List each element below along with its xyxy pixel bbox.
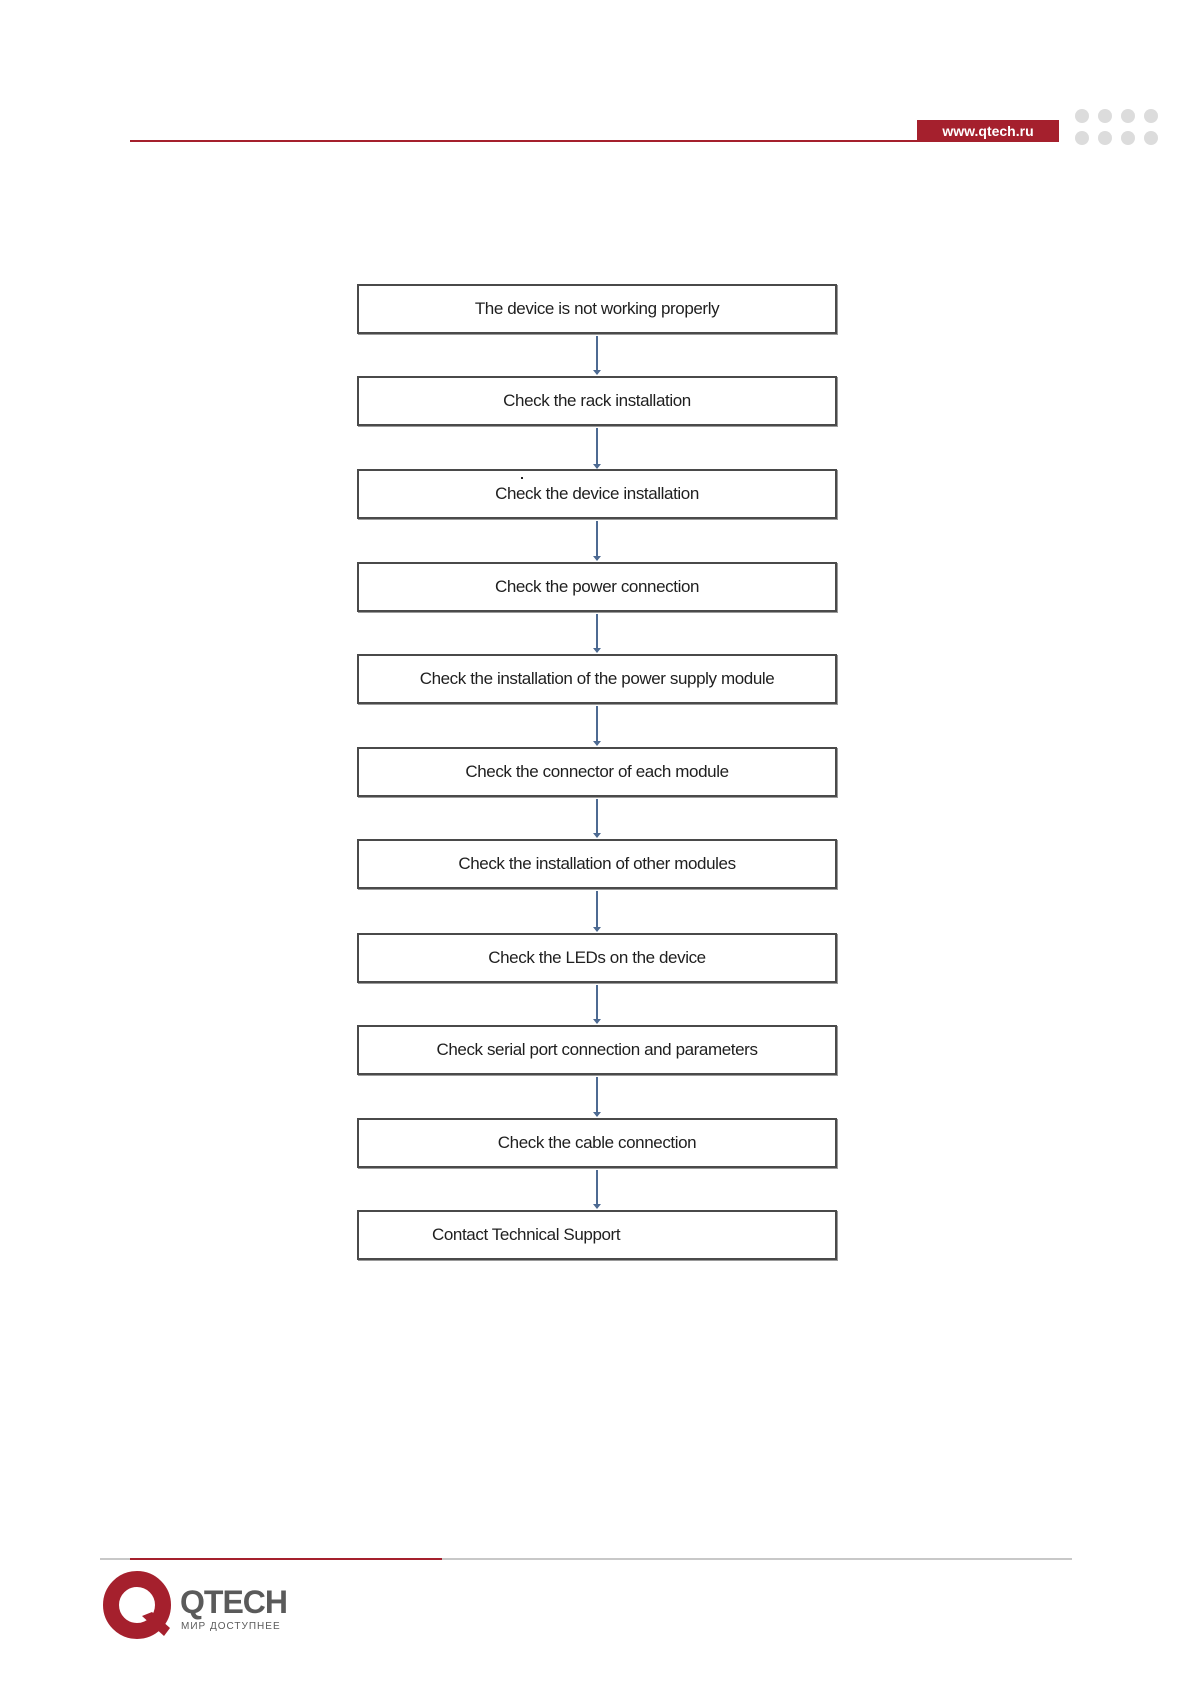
flow-arrow	[593, 428, 601, 469]
flow-step-5: Check the installation of the power supp…	[357, 654, 837, 704]
flow-arrow	[593, 706, 601, 746]
dot	[1121, 109, 1135, 123]
header-rule	[130, 140, 1057, 142]
website-url-badge[interactable]: www.qtech.ru	[917, 120, 1059, 142]
footer-rule-accent	[130, 1558, 442, 1560]
dot	[1144, 109, 1158, 123]
dot	[1144, 131, 1158, 145]
flow-step-1: The device is not working properly	[357, 284, 837, 334]
flow-step-4: Check the power connection	[357, 562, 837, 612]
flow-step-7: Check the installation of other modules	[357, 839, 837, 889]
stray-mark	[521, 477, 523, 479]
flow-arrow	[593, 891, 601, 932]
flow-arrow	[593, 521, 601, 561]
decorative-dot-grid	[1075, 109, 1159, 147]
flow-arrow	[593, 985, 601, 1024]
flow-arrow	[593, 1170, 601, 1209]
flow-arrow	[593, 336, 601, 375]
logo-wordmark: QTECH	[180, 1584, 288, 1620]
flow-step-3: Check the device installation	[357, 469, 837, 519]
flow-step-6: Check the connector of each module	[357, 747, 837, 797]
flow-arrow	[593, 1077, 601, 1117]
flow-step-2: Check the rack installation	[357, 376, 837, 426]
q-ring-icon	[103, 1571, 171, 1639]
qtech-logo: QTECH МИР ДОСТУПНЕЕ	[102, 1570, 302, 1642]
flow-arrow	[593, 799, 601, 838]
dot	[1121, 131, 1135, 145]
footer-rule	[100, 1558, 1072, 1560]
dot	[1075, 131, 1089, 145]
flow-step-11: Contact Technical Support	[357, 1210, 837, 1260]
dot	[1075, 109, 1089, 123]
flow-step-10: Check the cable connection	[357, 1118, 837, 1168]
flow-arrow	[593, 614, 601, 653]
logo-tagline: МИР ДОСТУПНЕЕ	[181, 1621, 281, 1632]
flow-step-9: Check serial port connection and paramet…	[357, 1025, 837, 1075]
flow-step-8: Check the LEDs on the device	[357, 933, 837, 983]
dot	[1098, 131, 1112, 145]
dot	[1098, 109, 1112, 123]
